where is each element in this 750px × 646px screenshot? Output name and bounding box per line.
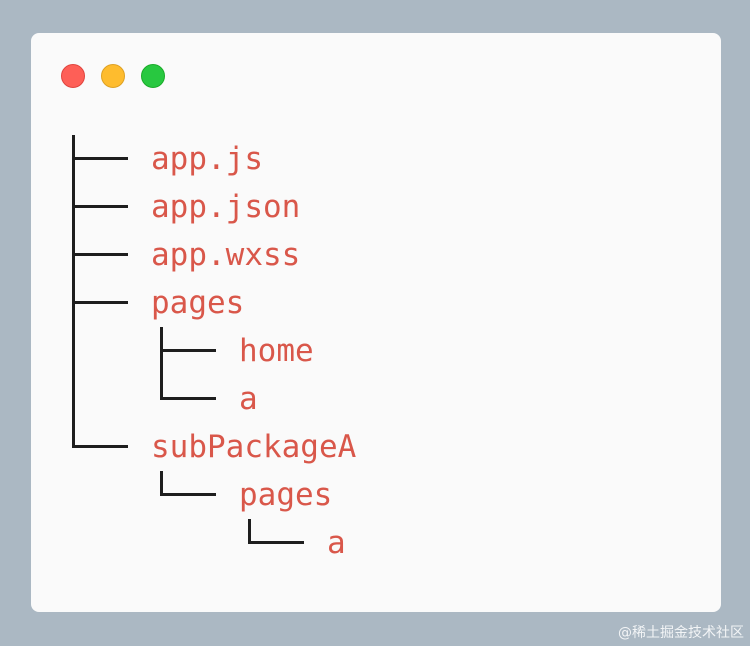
tree-item-subpackagea-pages[interactable]: pages [239,477,333,513]
tree-connector-app-wxss [72,253,128,256]
tree-connector-subpages-vertical [248,519,251,544]
close-window-button[interactable] [61,64,85,88]
maximize-window-button[interactable] [141,64,165,88]
tree-item-app-json[interactable]: app.json [151,189,301,225]
tree-item-pages-a[interactable]: a [239,381,258,417]
tree-connector-pages-vertical [160,327,163,400]
code-window: app.js app.json app.wxss pages home a su… [31,33,721,612]
tree-connector-app-json [72,205,128,208]
tree-item-home[interactable]: home [239,333,314,369]
tree-item-app-wxss[interactable]: app.wxss [151,237,301,273]
tree-connector-subpages-a [248,541,304,544]
tree-item-subpackagea[interactable]: subPackageA [151,429,357,465]
tree-item-app-js[interactable]: app.js [151,141,263,177]
tree-connector-pages-a [160,397,216,400]
tree-connector-home [160,349,216,352]
tree-connector-subpackagea-vertical [160,471,163,496]
tree-connector-subpackagea [72,445,128,448]
tree-connector-subpackagea-pages [160,493,216,496]
tree-item-subpackagea-pages-a[interactable]: a [327,525,346,561]
minimize-window-button[interactable] [101,64,125,88]
tree-item-pages[interactable]: pages [151,285,245,321]
tree-connector-app-js [72,157,128,160]
tree-connector-root-vertical [72,135,75,448]
tree-connector-pages [72,301,128,304]
watermark-text: @稀土掘金技术社区 [618,625,744,641]
